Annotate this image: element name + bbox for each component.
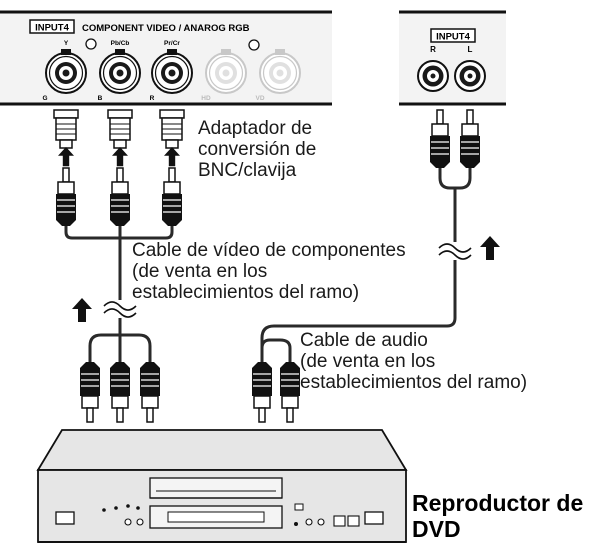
bnc-adapter-icon (159, 109, 185, 149)
audio-input-panel: INPUT4 R L (399, 10, 506, 106)
rca-plug-icon (79, 361, 101, 423)
device-label-line2: DVD (412, 516, 461, 542)
arrow-up-icon (480, 236, 500, 260)
rca-plug-icon (251, 361, 273, 423)
jack-label-vd: VD (255, 95, 264, 102)
input4-badge-right: INPUT4 (436, 32, 471, 43)
jack-label-y: Y (64, 40, 69, 47)
rca-plug-icon (429, 109, 451, 169)
video-cable-label-line2: (de venta en los (132, 261, 267, 282)
rca-jack-icon (417, 60, 449, 92)
arrow-up-icon (72, 298, 92, 322)
adapter-label-line3: BNC/clavija (198, 160, 297, 181)
arrow-up-icon (58, 147, 74, 167)
input4-badge-left: INPUT4 (35, 23, 70, 34)
audio-cable-label-line3: establecimientos del ramo) (300, 372, 527, 393)
arrow-up-icon (164, 147, 180, 167)
audio-cable-label-line1: Cable de audio (300, 330, 428, 351)
break-mark-icon (103, 300, 137, 318)
rca-plug-icon (161, 167, 183, 227)
break-mark-icon (438, 242, 472, 260)
rca-plug-icon (279, 361, 301, 423)
jack-label-g: G (42, 95, 47, 102)
video-cable (64, 226, 174, 362)
indicator-icon (248, 39, 260, 51)
arrow-up-icon (112, 147, 128, 167)
bnc-adapter-icon (107, 109, 133, 149)
jack-label-pb: Pb/Cb (111, 40, 130, 47)
video-cable-label-line3: establecimientos del ramo) (132, 282, 359, 303)
audio-cable (260, 168, 472, 362)
jack-label-pr: Pr/Cr (164, 40, 180, 47)
jack-label-audio-l: L (468, 45, 473, 54)
rca-plug-icon (139, 361, 161, 423)
video-cable-label-line1: Cable de vídeo de componentes (132, 240, 406, 261)
indicator-icon (85, 38, 97, 50)
rca-plug-icon (459, 109, 481, 169)
bnc-adapter-icon (53, 109, 79, 149)
jack-label-r: R (150, 95, 155, 102)
device-label-line1: Reproductor de (412, 490, 583, 516)
component-panel-title: COMPONENT VIDEO / ANAROG RGB (82, 23, 250, 34)
rca-plug-icon (109, 167, 131, 227)
jack-label-hd: HD (201, 95, 211, 102)
rca-plug-icon (109, 361, 131, 423)
component-input-panel: INPUT4 COMPONENT VIDEO / ANAROG RGB Y Pb… (0, 10, 332, 106)
adapter-label-line1: Adaptador de (198, 118, 312, 139)
adapter-label-line2: conversión de (198, 139, 316, 160)
audio-cable-label-line2: (de venta en los (300, 351, 435, 372)
jack-label-b: B (98, 95, 103, 102)
dvd-player-illustration (36, 429, 408, 543)
rca-jack-icon (454, 60, 486, 92)
jack-label-audio-r: R (430, 45, 436, 54)
rca-plug-icon (55, 167, 77, 227)
